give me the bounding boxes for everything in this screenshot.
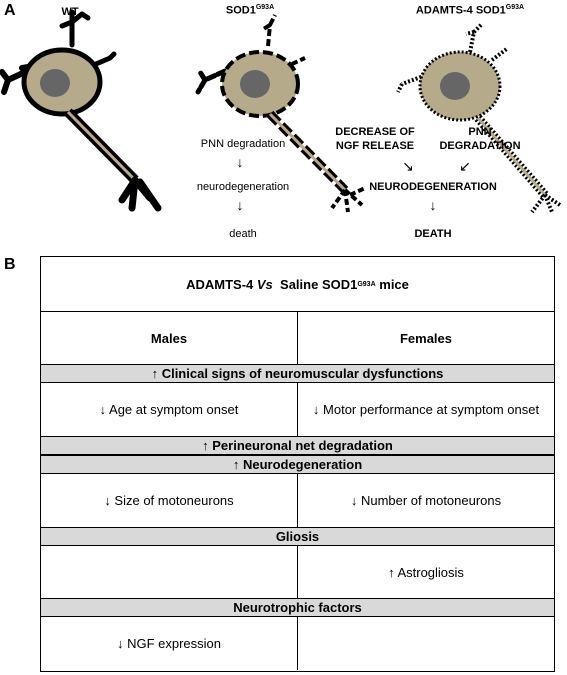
neuron-illustrations bbox=[0, 9, 562, 214]
table-row: ↑ Astrogliosis bbox=[41, 546, 554, 598]
sod1-step-2: neurodegeneration bbox=[196, 181, 290, 193]
col-males: Males bbox=[41, 312, 298, 364]
sod1-title: SOD1G93A bbox=[225, 4, 275, 17]
table-row: ↓ Size of motoneurons ↓ Number of motone… bbox=[41, 474, 554, 527]
sod1-step-1: PNN degradation bbox=[200, 138, 286, 150]
adamts-neurodegeneration: NEURODEGENERATION bbox=[369, 181, 497, 193]
section-header: ↑ Clinical signs of neuromuscular dysfun… bbox=[41, 364, 554, 383]
adamts-right-line1: PNN bbox=[468, 126, 492, 138]
section-header: Gliosis bbox=[41, 527, 554, 546]
panel-a-label: A bbox=[4, 2, 16, 19]
wt-title: WT bbox=[61, 6, 79, 18]
column-header-row: Males Females bbox=[41, 312, 554, 364]
table-row: ↓ NGF expression bbox=[41, 617, 554, 670]
adamts-death: DEATH bbox=[414, 228, 452, 240]
down-right-arrow-icon: ↘ bbox=[402, 158, 414, 174]
panel-b-label: B bbox=[4, 256, 16, 273]
down-left-arrow-icon: ↙ bbox=[459, 158, 471, 174]
down-arrow-icon: ↓ bbox=[429, 197, 437, 213]
adamts-left-line1: DECREASE OF bbox=[335, 126, 415, 138]
adamts-left-line2: NGF RELEASE bbox=[335, 140, 415, 152]
adamts4-sod1-title: ADAMTS-4 SOD1G93A bbox=[415, 4, 525, 17]
table-row: ↓ Age at symptom onset ↓ Motor performan… bbox=[41, 383, 554, 436]
sod1-neuron bbox=[195, 14, 366, 213]
adamts4-neuron bbox=[396, 22, 562, 214]
down-arrow-icon: ↓ bbox=[236, 154, 244, 170]
sod1-step-3: death bbox=[229, 228, 257, 240]
adamts-right-line2: DEGRADATION bbox=[439, 140, 521, 152]
section-header: ↑ Perineuronal net degradation bbox=[41, 436, 554, 455]
section-header: ↑ Neurodegeneration bbox=[41, 455, 554, 474]
section-header: Neurotrophic factors bbox=[41, 598, 554, 617]
wt-neuron bbox=[0, 9, 162, 212]
col-females: Females bbox=[399, 330, 453, 346]
down-arrow-icon: ↓ bbox=[236, 197, 244, 213]
